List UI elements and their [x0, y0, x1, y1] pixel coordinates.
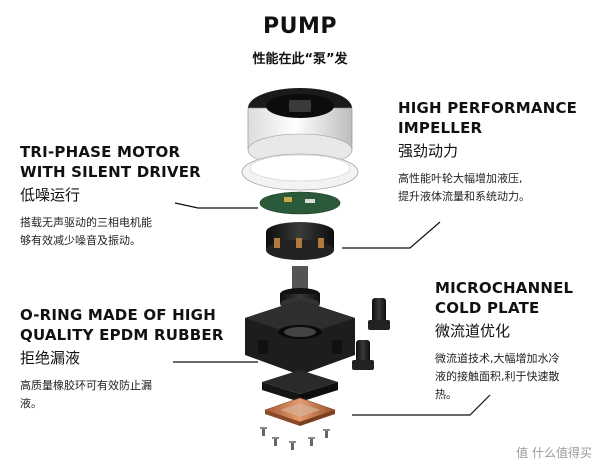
motor-title-line1: TRI-PHASE MOTOR	[20, 143, 181, 161]
coldplate-leader-line	[352, 394, 491, 416]
coldplate-title-line1: MICROCHANNEL	[435, 279, 574, 297]
transparent-ring	[241, 153, 359, 191]
impeller-title-line1: HIGH PERFORMANCE	[398, 99, 578, 117]
motor-leader-line	[174, 202, 258, 209]
oring-callout: O-RING MADE OF HIGH QUALITY EPDM RUBBER …	[20, 305, 230, 413]
impeller-desc-line1: 高性能叶轮大幅增加液压,	[398, 172, 523, 185]
impeller-title-zh: 强劲动力	[398, 142, 459, 160]
barb-fitting-top	[368, 298, 390, 330]
coldplate-title-line2: COLD PLATE	[435, 299, 540, 317]
screws	[260, 427, 330, 450]
oring-title-line1: O-RING MADE OF HIGH	[20, 306, 216, 324]
motor-desc-line2: 够有效减少噪音及振动。	[20, 234, 141, 247]
oring-title-zh: 拒绝漏液	[20, 349, 81, 367]
impeller-leader-line	[342, 221, 441, 249]
driver-board	[259, 191, 341, 215]
motor-stator	[266, 222, 334, 260]
impeller-desc-line2: 提升液体流量和系统动力。	[398, 190, 530, 203]
impeller-callout: HIGH PERFORMANCE IMPELLER 强劲动力 高性能叶轮大幅增加…	[398, 98, 588, 206]
coldplate-desc-line2: 液的接触面积,利于快速散	[435, 370, 560, 383]
motor-callout: TRI-PHASE MOTOR WITH SILENT DRIVER 低噪运行 …	[20, 142, 220, 250]
oring-desc-line1: 高质量橡胶环可有效防止漏	[20, 379, 152, 392]
barb-fitting-bottom	[352, 340, 374, 370]
copper-cold-plate	[264, 397, 336, 426]
coldplate-callout: MICROCHANNEL COLD PLATE 微流道优化 微流道技术,大幅增加…	[435, 278, 595, 404]
pump-housing	[245, 300, 355, 375]
motor-title-line2: WITH SILENT DRIVER	[20, 163, 201, 181]
motor-title-zh: 低噪运行	[20, 186, 81, 204]
logo-plate-icon	[289, 100, 311, 112]
coldplate-desc-line1: 微流道技术,大幅增加水冷	[435, 352, 560, 365]
oring-desc-line2: 液。	[20, 397, 42, 410]
watermark: 值 什么值得买	[516, 446, 592, 460]
mounting-bracket	[262, 370, 338, 402]
coldplate-desc-line3: 热。	[435, 388, 457, 401]
motor-desc-line1: 搭载无声驱动的三相电机能	[20, 216, 152, 229]
leader-lines	[173, 202, 491, 416]
oring-title-line2: QUALITY EPDM RUBBER	[20, 326, 224, 344]
impeller-title-line2: IMPELLER	[398, 119, 483, 137]
diagram-subtitle: 性能在此“泵”发	[252, 52, 348, 67]
coldplate-title-zh: 微流道优化	[435, 322, 511, 340]
diagram-title: PUMP	[262, 14, 337, 39]
